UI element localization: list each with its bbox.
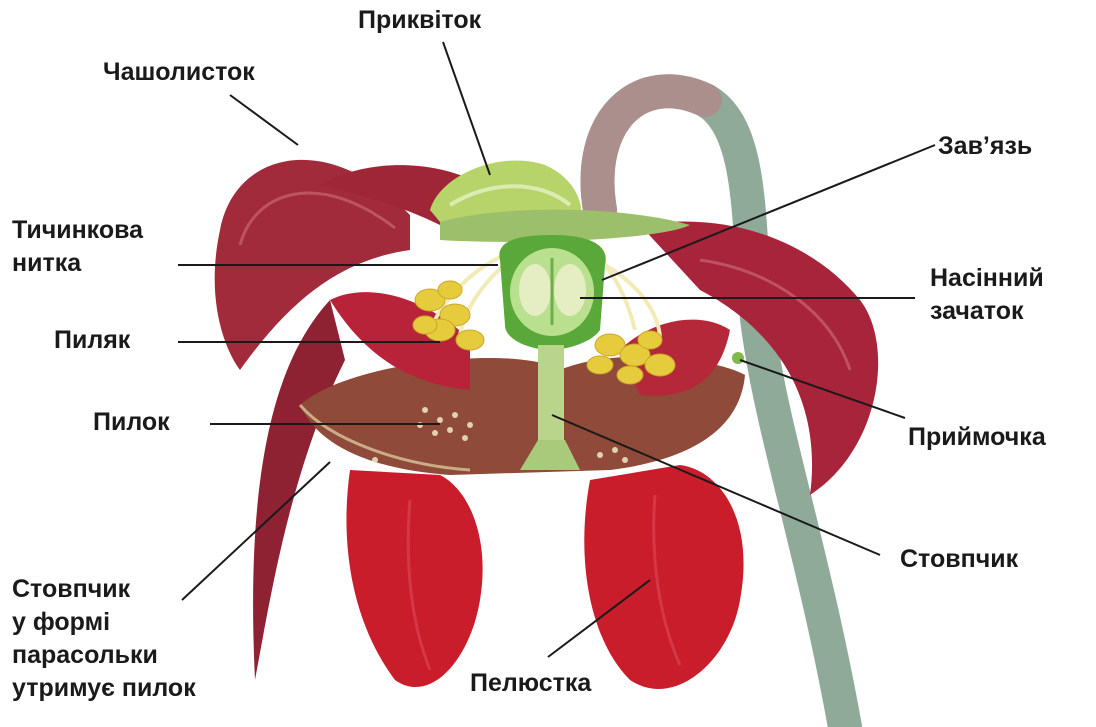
label-ovule: Насінний зачаток	[930, 262, 1044, 328]
sepal-left-tail	[253, 300, 345, 680]
label-umbrella-style: Стовпчик у формі парасольки утримує пило…	[12, 573, 196, 705]
label-sepal: Чашолисток	[103, 56, 255, 89]
label-stigma: Приймочка	[908, 421, 1046, 454]
stigma-tip	[732, 352, 744, 364]
label-pollen: Пилок	[93, 406, 170, 439]
label-ovary: Зав’язь	[938, 130, 1032, 163]
label-bract: Приквіток	[358, 4, 481, 37]
petal-left	[346, 470, 482, 687]
ovule-right	[554, 264, 586, 316]
label-anther: Пиляк	[54, 324, 130, 357]
label-petal: Пелюстка	[470, 667, 591, 700]
label-filament: Тичинкова нитка	[12, 214, 143, 280]
ovule-left	[519, 264, 551, 316]
label-style: Стовпчик	[900, 543, 1018, 576]
petal-right	[584, 465, 743, 689]
